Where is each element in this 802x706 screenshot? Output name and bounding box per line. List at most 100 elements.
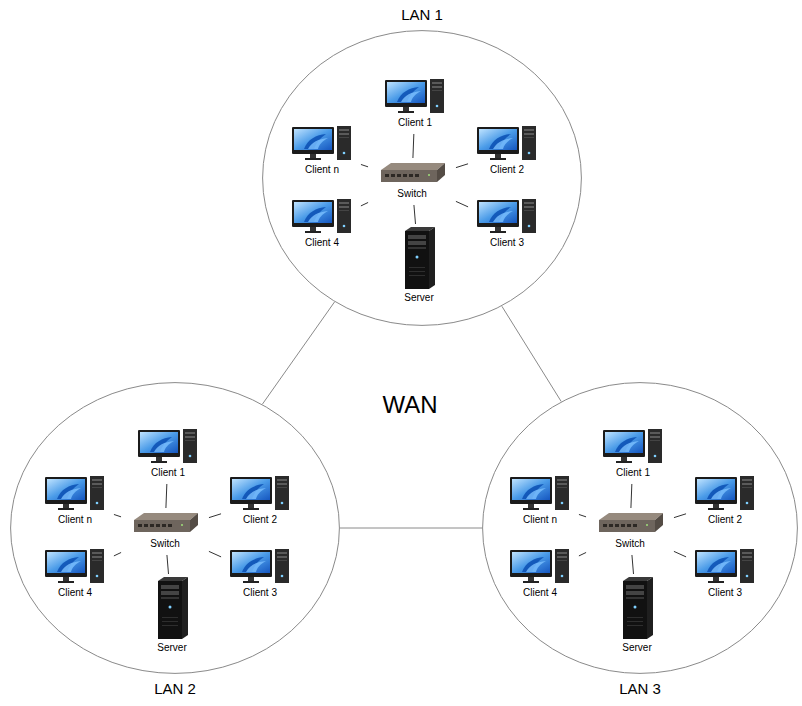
server-icon <box>154 577 190 639</box>
client-node: Client 1 <box>595 426 671 483</box>
device-label: Client 2 <box>708 514 742 526</box>
computer-icon <box>292 126 351 160</box>
device-label: Client 2 <box>243 514 277 526</box>
lan-cable <box>412 134 414 158</box>
lan-cable <box>165 484 167 508</box>
computer-icon <box>230 548 290 584</box>
lan-region: LAN 2Client 1Client nSwitchClient 2Clien… <box>10 382 340 674</box>
computer-icon <box>292 125 352 161</box>
device-label: Client 4 <box>305 237 339 249</box>
computer-icon <box>230 475 290 511</box>
device-label: Client 3 <box>243 587 277 599</box>
device-label: Switch <box>150 538 179 550</box>
server-icon <box>619 577 655 639</box>
computer-icon <box>510 548 570 584</box>
client-node: Client 1 <box>377 76 453 133</box>
computer-icon <box>603 428 663 464</box>
lan-label: LAN 3 <box>482 680 798 697</box>
lan-cable <box>579 552 586 555</box>
device-label: Client 3 <box>490 237 524 249</box>
switch-icon <box>595 511 665 535</box>
lan-region: LAN 3Client 1Client nSwitchClient 2Clien… <box>482 382 798 674</box>
computer-icon <box>138 428 198 464</box>
client-node: Client 4 <box>502 546 578 603</box>
lan-cable <box>456 201 468 207</box>
client-node: Client 1 <box>130 426 206 483</box>
computer-icon <box>45 475 105 511</box>
switch-icon <box>130 511 200 535</box>
client-node: Client 3 <box>222 546 298 603</box>
lan-cable <box>456 164 468 168</box>
server-icon <box>623 577 653 639</box>
device-label: Client n <box>523 514 557 526</box>
lan-region: LAN 1Client 1Client nSwitchClient 2Clien… <box>262 30 582 326</box>
switch-node: Switch <box>122 509 208 554</box>
device-label: Client n <box>305 164 339 176</box>
lan-cable <box>674 551 686 557</box>
computer-icon <box>477 199 536 233</box>
wan-link <box>262 302 334 404</box>
lan-cable <box>114 514 121 516</box>
device-label: Client 1 <box>616 467 650 479</box>
computer-icon <box>45 476 104 510</box>
computer-icon <box>292 198 352 234</box>
server-node: Server <box>146 575 198 658</box>
client-node: Client n <box>284 123 360 180</box>
device-label: Client n <box>58 514 92 526</box>
server-icon <box>158 577 188 639</box>
lan-ellipse <box>263 31 582 326</box>
client-node: Client 4 <box>284 196 360 253</box>
lan-cable <box>361 202 368 205</box>
lan-cable <box>167 555 169 574</box>
lan-label: LAN 2 <box>10 680 340 697</box>
lan-cable <box>414 205 416 224</box>
device-label: Client 3 <box>708 587 742 599</box>
computer-icon <box>477 125 537 161</box>
server-icon <box>401 227 437 289</box>
computer-icon <box>695 476 754 510</box>
client-node: Client n <box>37 473 113 530</box>
lan-cable <box>579 514 586 516</box>
device-label: Server <box>157 642 186 654</box>
wan-link <box>502 306 561 401</box>
computer-icon <box>510 476 569 510</box>
device-label: Client 1 <box>398 117 432 129</box>
device-label: Server <box>622 642 651 654</box>
switch-icon <box>381 163 445 182</box>
device-label: Client 1 <box>151 467 185 479</box>
device-label: Server <box>404 292 433 304</box>
lan-cable <box>630 484 632 508</box>
computer-icon <box>510 549 569 583</box>
switch-icon <box>134 513 198 532</box>
client-node: Client n <box>502 473 578 530</box>
computer-icon <box>138 429 197 463</box>
computer-icon <box>292 199 351 233</box>
server-node: Server <box>393 225 445 308</box>
server-icon <box>405 227 435 289</box>
lan-cable <box>114 552 121 555</box>
computer-icon <box>477 198 537 234</box>
client-node: Client 2 <box>687 473 763 530</box>
switch-icon <box>599 513 663 532</box>
client-node: Client 3 <box>469 196 545 253</box>
device-label: Switch <box>397 188 426 200</box>
lan-cable <box>632 555 634 574</box>
lan-cable <box>674 514 686 518</box>
client-node: Client 2 <box>469 123 545 180</box>
computer-icon <box>230 476 289 510</box>
device-label: Client 4 <box>58 587 92 599</box>
server-node: Server <box>611 575 663 658</box>
device-label: Client 2 <box>490 164 524 176</box>
device-label: Switch <box>615 538 644 550</box>
switch-node: Switch <box>587 509 673 554</box>
computer-icon <box>695 548 755 584</box>
lan-cable <box>209 514 221 518</box>
client-node: Client 2 <box>222 473 298 530</box>
lan-label: LAN 1 <box>262 6 582 23</box>
wan-link <box>340 528 482 529</box>
computer-icon <box>510 475 570 511</box>
computer-icon <box>385 79 444 113</box>
device-label: Client 4 <box>523 587 557 599</box>
computer-icon <box>695 549 754 583</box>
computer-icon <box>385 78 445 114</box>
